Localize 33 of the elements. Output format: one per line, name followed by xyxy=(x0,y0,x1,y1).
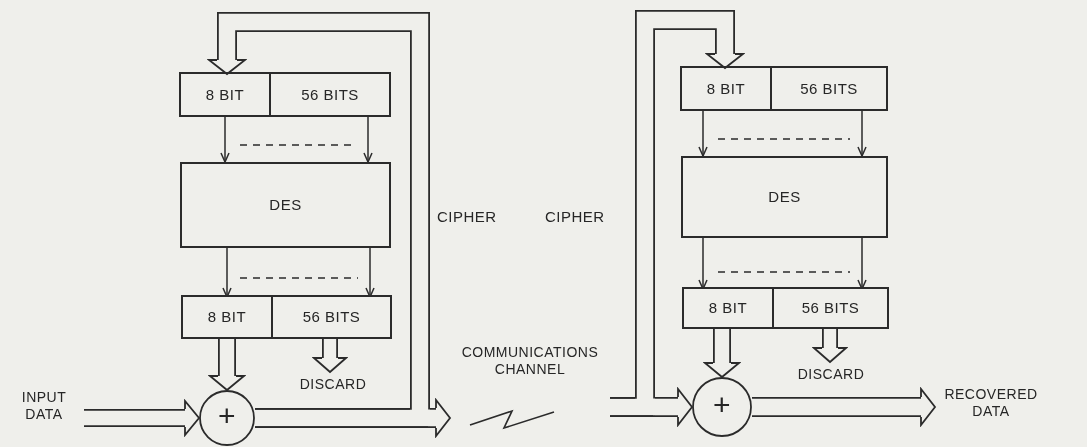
bit-count-label: 8 BIT xyxy=(205,85,245,104)
arrow xyxy=(220,114,230,163)
discard-label: DISCARD xyxy=(299,375,367,393)
des-block xyxy=(180,162,391,248)
block-label: DES xyxy=(768,188,801,206)
plus-sign: + xyxy=(218,401,236,431)
recovered-data-label: RECOVERED DATA xyxy=(943,385,1039,420)
bit-count-label: 56 BITS xyxy=(801,299,860,317)
arrow xyxy=(365,247,375,298)
bit-count-label: 8 BIT xyxy=(708,299,748,317)
discard-label: DISCARD xyxy=(797,365,865,383)
bit-count-label: 56 BITS xyxy=(302,308,361,326)
shift-register xyxy=(680,66,888,111)
channel-label: COMMUNICATIONS CHANNEL xyxy=(460,344,600,378)
bit-count-label: 56 BITS xyxy=(800,79,858,98)
bit-count-label: 8 BIT xyxy=(207,308,247,326)
shift-register xyxy=(682,287,889,329)
shift-register xyxy=(179,72,391,117)
plus-sign: + xyxy=(713,390,731,420)
des-block xyxy=(681,156,888,238)
arrow xyxy=(698,108,708,157)
signal-label: CIPHER xyxy=(437,208,497,225)
arrow xyxy=(698,237,708,290)
arrow xyxy=(222,247,232,298)
bit-count-label: 56 BITS xyxy=(301,85,359,104)
arrow xyxy=(857,237,867,290)
arrow xyxy=(363,114,373,163)
arrow xyxy=(857,108,867,157)
input-data-label: INPUT DATA xyxy=(20,389,68,423)
signal-label: CIPHER xyxy=(545,208,605,225)
bit-count-label: 8 BIT xyxy=(706,79,746,98)
shift-register xyxy=(181,295,392,339)
block-label: DES xyxy=(269,196,302,214)
